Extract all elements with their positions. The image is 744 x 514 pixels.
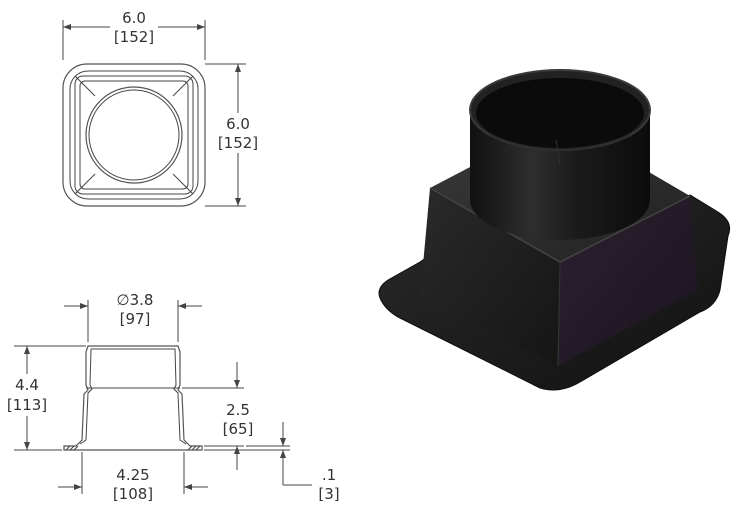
base-height-inch-label: 2.5	[226, 401, 250, 419]
arrowhead	[197, 24, 205, 30]
top-width-inch-label: 6.0	[122, 9, 146, 27]
base-width-mm-label: [108]	[113, 485, 153, 503]
top-view-corner-line	[74, 75, 96, 97]
arrowhead	[24, 346, 30, 354]
arrowhead	[63, 24, 71, 30]
arrowhead	[234, 380, 240, 388]
arrowhead	[184, 484, 192, 490]
side-view-profile-inner	[79, 348, 187, 445]
base-height-mm-label: [65]	[223, 420, 254, 438]
side-view: ∅3.8 [97] 4.4 [113] 2.5 [65] .1 [3]	[4, 291, 340, 503]
flange-hatch	[65, 445, 201, 451]
top-view-top-circle-outer	[85, 86, 183, 184]
arrowhead	[280, 438, 286, 446]
top-diameter-inch-label: ∅3.8	[117, 291, 154, 309]
arrowhead	[74, 484, 82, 490]
top-view-top-circle-inner	[88, 89, 180, 181]
render-cylinder-inner-seam	[555, 139, 561, 166]
render-cylinder-inner-edge	[487, 134, 633, 151]
top-width-mm-label: [152]	[114, 28, 154, 46]
arrowhead	[24, 442, 30, 450]
render-cylinder-opening	[476, 78, 644, 148]
arrowhead	[80, 303, 88, 309]
top-view-flange-outline	[62, 63, 206, 207]
top-height-inch-label: 6.0	[226, 115, 250, 133]
render-edge-highlight	[557, 261, 561, 367]
overall-height-mm-label: [113]	[7, 396, 47, 414]
arrowhead	[235, 198, 241, 206]
top-view-corner-line	[172, 75, 194, 97]
flange-thickness-inch-label: .1	[322, 466, 336, 484]
arrowhead	[178, 303, 186, 309]
top-view-corner-line	[74, 173, 96, 195]
arrowhead	[280, 450, 286, 458]
side-view-profile	[63, 345, 203, 451]
top-height-mm-label: [152]	[218, 134, 258, 152]
render-base-left-face	[420, 188, 560, 366]
top-view-base-inner-square	[79, 80, 189, 190]
arrowhead	[235, 64, 241, 72]
isometric-render	[378, 69, 731, 391]
render-base-right-face	[558, 196, 698, 366]
overall-height-inch-label: 4.4	[15, 376, 39, 394]
top-diameter-mm-label: [97]	[120, 310, 151, 328]
top-view-flange-inner	[69, 70, 199, 200]
base-width-inch-label: 4.25	[116, 466, 149, 484]
top-view-base-square	[74, 75, 194, 195]
top-view: 6.0 [152] 6.0 [152]	[62, 9, 262, 207]
top-view-corner-line	[172, 173, 194, 195]
flange-thickness-mm-label: [3]	[318, 485, 339, 503]
